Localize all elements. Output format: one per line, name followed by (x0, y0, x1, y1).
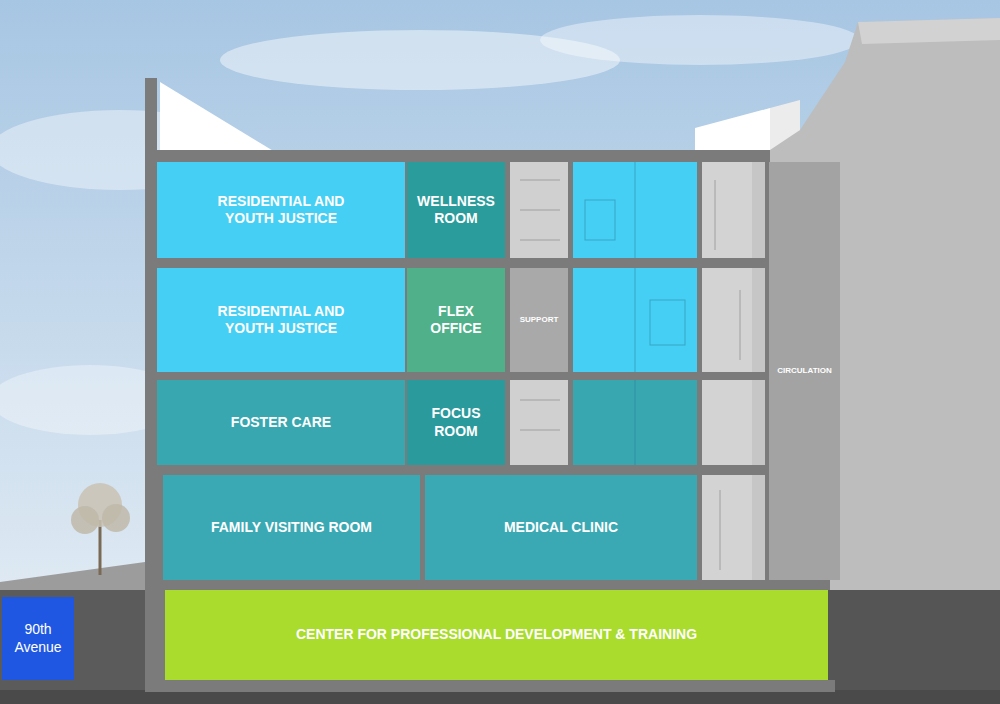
room-label: FAMILY VISITING ROOM (211, 519, 372, 536)
room-label: RESIDENTIAL AND YOUTH JUSTICE (206, 303, 356, 337)
room-label: WELLNESS ROOM (414, 193, 498, 227)
support-zone: SUPPORT (510, 268, 568, 372)
room-zone: WELLNESS ROOM (407, 162, 505, 258)
circulation-core: CIRCULATION (769, 162, 840, 580)
training-floor: CENTER FOR PROFESSIONAL DEVELOPMENT & TR… (165, 590, 828, 680)
room-label: RESIDENTIAL AND YOUTH JUSTICE (206, 193, 356, 227)
room-zone: MEDICAL CLINIC (425, 475, 697, 580)
room-label: FOCUS ROOM (419, 405, 493, 439)
room-label: FOSTER CARE (231, 414, 331, 431)
office-zone: RESIDENTIAL AND YOUTH JUSTICE (157, 268, 405, 372)
room-label: CENTER FOR PROFESSIONAL DEVELOPMENT & TR… (296, 626, 697, 643)
room-label: 90th Avenue (7, 621, 69, 655)
room-label: MEDICAL CLINIC (504, 519, 618, 536)
room-label: FLEX OFFICE (419, 303, 493, 337)
room-zone: FOCUS ROOM (407, 380, 505, 465)
street-sign: 90th Avenue (2, 597, 74, 680)
room-label: CIRCULATION (777, 366, 832, 376)
room-label: SUPPORT (520, 315, 559, 325)
room-zone: FLEX OFFICE (407, 268, 505, 372)
office-zone: RESIDENTIAL AND YOUTH JUSTICE (157, 162, 405, 258)
office-zone: FOSTER CARE (157, 380, 405, 465)
room-zone: FAMILY VISITING ROOM (163, 475, 420, 580)
